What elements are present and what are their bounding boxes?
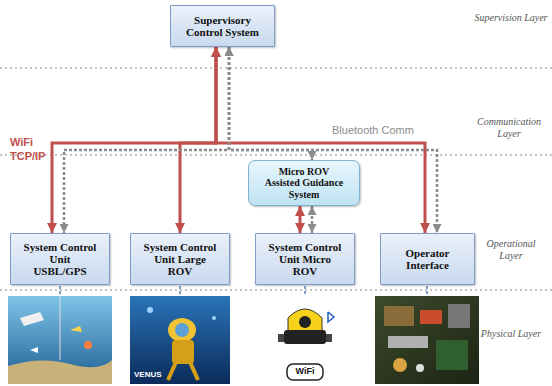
- operator-picture: [375, 296, 479, 384]
- control-unit-box: System Control Unit Large ROV: [130, 233, 230, 285]
- bluetooth-link: [229, 47, 312, 160]
- logo-text: WiFi: [287, 366, 323, 376]
- node-text: System Control Unit USBL/GPS: [23, 241, 97, 278]
- layer-name: Supervision Layer: [474, 12, 548, 24]
- node-text: System Control Unit Micro ROV: [268, 241, 342, 278]
- physical-link: [60, 286, 427, 296]
- wifi-link: [299, 206, 302, 233]
- micro-rov-picture: [255, 296, 355, 384]
- logo-text: VENUS: [134, 370, 174, 379]
- wifi-link: [52, 47, 216, 233]
- protocol-name: TCP/IP: [10, 150, 52, 163]
- layer-name: Communication Layer: [468, 116, 550, 139]
- layer-name: Physical Layer: [474, 328, 548, 340]
- supervisor-box: Supervisory Control System: [170, 5, 275, 47]
- layer-separator: [0, 68, 552, 290]
- large-rov-picture: [130, 296, 230, 384]
- layer-name: Operational Layer: [474, 238, 548, 261]
- operator-box: Operator Interface: [380, 233, 475, 285]
- protocol-name: WiFi: [10, 136, 50, 149]
- bluetooth-link: [229, 47, 437, 233]
- control-unit-box: System Control Unit Micro ROV: [255, 233, 355, 285]
- node-text: Micro ROV Assisted Guidance System: [261, 166, 347, 200]
- wifi-link: [180, 47, 216, 233]
- control-unit-box: System Control Unit USBL/GPS: [10, 233, 110, 285]
- usbl-picture: [8, 296, 112, 384]
- protocol-name: Bluetooth Comm: [332, 124, 432, 137]
- wifi-link: [216, 47, 425, 233]
- bluetooth-link: [64, 47, 229, 233]
- node-text: System Control Unit Large ROV: [143, 241, 217, 278]
- node-text: Supervisory Control System: [184, 14, 262, 39]
- node-text: Operator Interface: [391, 247, 465, 272]
- bluetooth-link: [311, 206, 314, 233]
- guidance-box: Micro ROV Assisted Guidance System: [248, 160, 360, 206]
